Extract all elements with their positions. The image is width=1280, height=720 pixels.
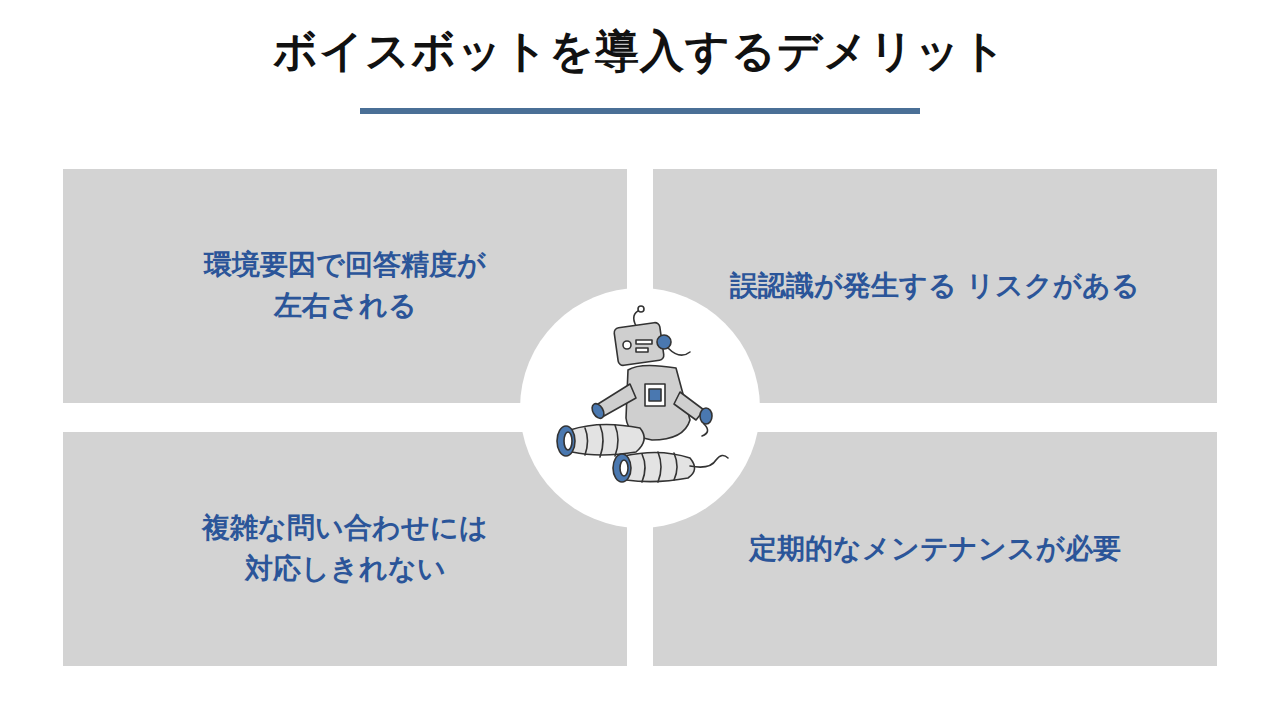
box-text: 複雑な問い合わせには 対応しきれない <box>135 508 555 589</box>
title-underline <box>360 108 920 114</box>
box-text: 誤認識が発生する リスクがある <box>730 266 1141 307</box>
box-text: 環境要因で回答精度が 左右される <box>135 245 555 326</box>
slide-title: ボイスボットを導入するデメリット <box>0 22 1280 81</box>
box-text: 定期的なメンテナンスが必要 <box>749 529 1121 570</box>
